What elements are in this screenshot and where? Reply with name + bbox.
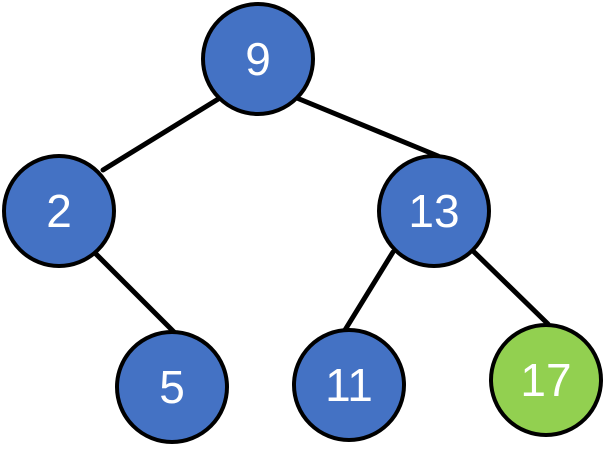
tree-node-17: 17 <box>489 323 603 437</box>
node-circle <box>115 330 229 444</box>
tree-node-13: 13 <box>377 154 491 268</box>
tree-node-2: 2 <box>2 154 116 268</box>
tree-node-9: 9 <box>201 2 315 116</box>
edge-2-5 <box>91 249 179 337</box>
node-label: 2 <box>46 185 72 237</box>
tree-nodes: 9 2 13 5 11 17 <box>2 2 603 444</box>
node-circle <box>489 323 603 437</box>
edge-13-11 <box>342 249 396 333</box>
node-circle <box>201 2 315 116</box>
node-label: 5 <box>159 361 185 413</box>
tree-edges <box>91 90 551 337</box>
edge-9-13 <box>289 93 441 159</box>
tree-node-11: 11 <box>292 328 406 442</box>
node-label: 17 <box>520 354 571 406</box>
node-label: 13 <box>408 185 459 237</box>
node-circle <box>2 154 116 268</box>
node-circle <box>292 328 406 442</box>
node-circle <box>377 154 491 268</box>
edge-9-2 <box>100 90 231 173</box>
node-label: 9 <box>245 33 271 85</box>
node-label: 11 <box>325 359 373 411</box>
edge-13-17 <box>467 245 551 327</box>
tree-node-5: 5 <box>115 330 229 444</box>
